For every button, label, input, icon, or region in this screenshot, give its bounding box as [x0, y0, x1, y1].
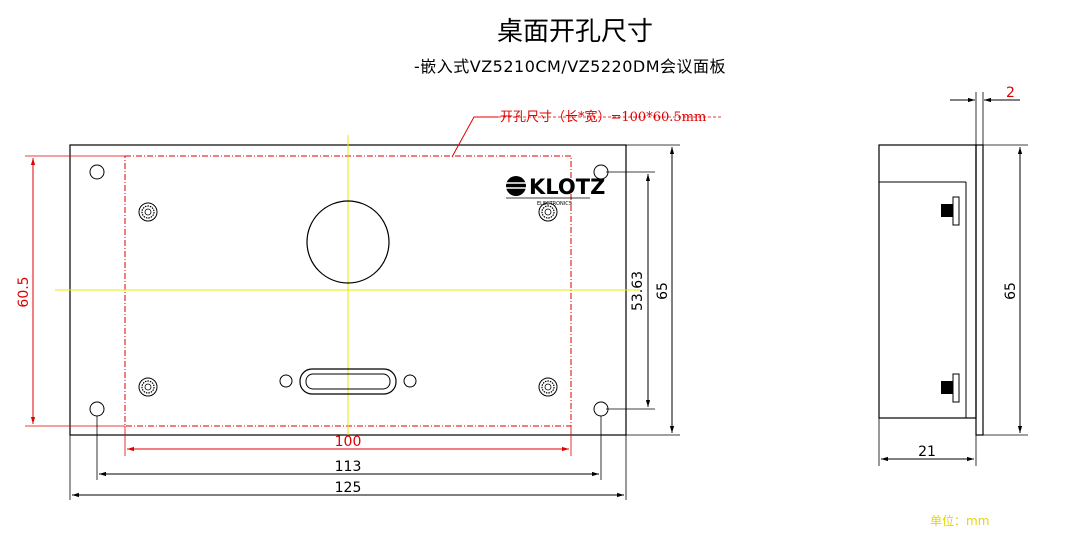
drawing-title: 桌面开孔尺寸 — [497, 17, 653, 47]
brand-name: KLOTZ — [529, 175, 605, 199]
dim-side-depth: 21 — [918, 444, 936, 460]
mounting-clip — [941, 373, 960, 403]
dim-cutout-height: 60.5 — [16, 276, 32, 307]
dim-side-height: 65 — [1003, 282, 1019, 300]
mounting-hole — [593, 401, 609, 417]
mounting-hole — [89, 164, 105, 180]
screw-boss — [138, 202, 158, 222]
cutout-note: 开孔尺寸（长*宽）=100*60.5mm — [500, 109, 706, 125]
microphone-hole — [306, 200, 390, 284]
dim-cutout-width: 100 — [335, 434, 362, 450]
front-view: KLOTZ ELECTRONICS 开孔尺寸（长*宽）=100*60.5mm 6… — [16, 109, 722, 500]
mounting-hole — [89, 401, 105, 417]
brand-logo: KLOTZ ELECTRONICS — [506, 175, 605, 207]
screw-boss — [538, 202, 558, 222]
connector-slot — [279, 368, 417, 395]
side-flange — [975, 144, 984, 436]
screw-boss — [138, 377, 158, 397]
dim-hole-spacing-v: 53.63 — [630, 271, 646, 311]
unit-label: 单位：mm — [930, 513, 989, 528]
side-view: 2 65 21 — [878, 85, 1028, 466]
side-body — [878, 144, 977, 419]
brand-tagline: ELECTRONICS — [537, 201, 572, 207]
drawing-subtitle: -嵌入式VZ5210CM/VZ5220DM会议面板 — [414, 57, 726, 76]
dim-hole-spacing-h: 113 — [335, 459, 362, 475]
mounting-clip — [941, 196, 960, 226]
dim-panel-width: 125 — [335, 480, 362, 496]
cutout-note-leader — [451, 116, 498, 158]
screw-boss — [538, 377, 558, 397]
dim-flange: 2 — [1006, 85, 1015, 101]
dim-panel-height: 65 — [655, 282, 671, 300]
